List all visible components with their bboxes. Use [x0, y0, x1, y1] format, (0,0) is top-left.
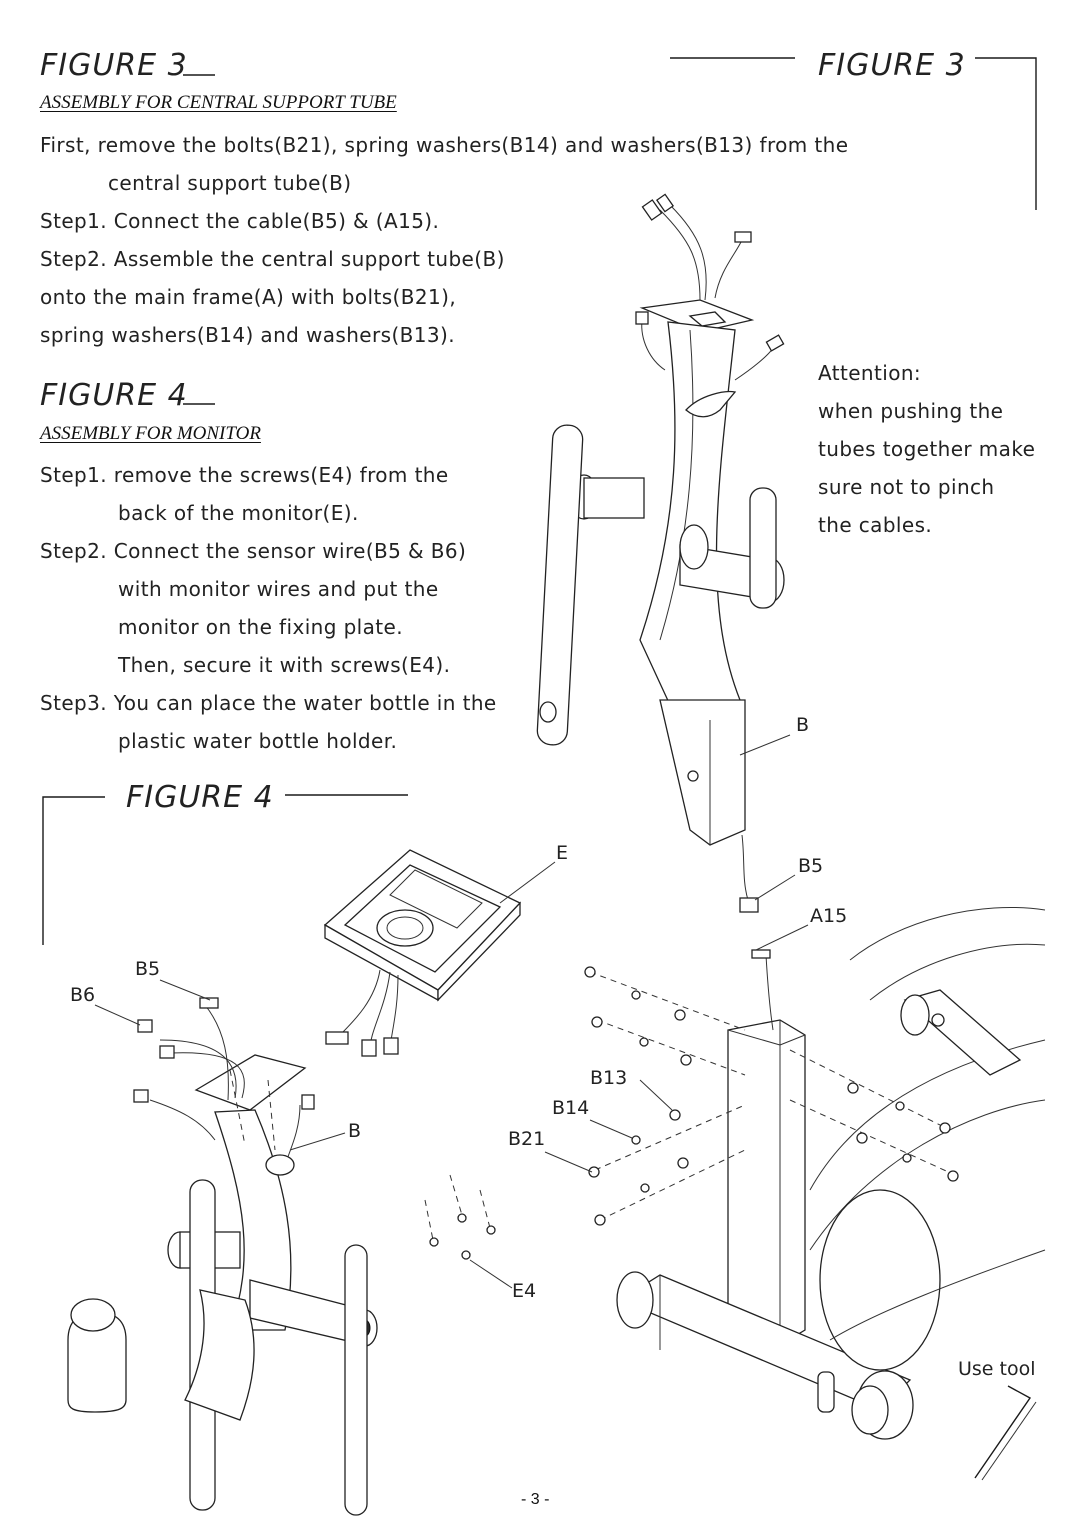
- figure4-step1: Step1. remove the screws(E4) from the: [40, 463, 449, 487]
- figure3-step2: Step2. Assemble the central support tube…: [40, 247, 505, 271]
- figure4-diagram-title: FIGURE 4: [126, 780, 274, 815]
- figure3-step2-cont1: onto the main frame(A) with bolts(B21),: [40, 285, 457, 309]
- figure4-step2: Step2. Connect the sensor wire(B5 & B6): [40, 539, 467, 563]
- label-b-fig4: B: [348, 1120, 362, 1142]
- figure4-step2-cont3: Then, secure it with screws(E4).: [118, 653, 451, 677]
- figure3-step2-cont2: spring washers(B14) and washers(B13).: [40, 323, 455, 347]
- figure4-section-heading: ASSEMBLY FOR MONITOR: [40, 423, 261, 444]
- label-b21: B21: [508, 1128, 546, 1150]
- label-e4: E4: [512, 1280, 537, 1302]
- label-a15: A15: [810, 905, 848, 927]
- monitor-e-drawing: [323, 849, 556, 1057]
- figure3-section-heading: ASSEMBLY FOR CENTRAL SUPPORT TUBE: [40, 92, 397, 113]
- figure3-step1: Step1. Connect the cable(B5) & (A15).: [40, 209, 440, 233]
- main-frame-assembly: [544, 907, 1046, 1481]
- central-support-tube-fig4: [67, 979, 513, 1516]
- page-number: - 3 -: [521, 1491, 550, 1508]
- label-e: E: [556, 842, 569, 864]
- attention-line-2: tubes together make: [818, 437, 1036, 461]
- label-b-fig3: B: [796, 714, 810, 736]
- figure4-step1-cont: back of the monitor(E).: [118, 501, 359, 525]
- central-support-tube-upper: [536, 193, 796, 913]
- figure4-title: FIGURE 4: [40, 378, 188, 413]
- figure4-step2-cont1: with monitor wires and put the: [118, 577, 439, 601]
- attention-heading: Attention:: [818, 361, 922, 385]
- figure3-title: FIGURE 3: [40, 48, 188, 83]
- figure3-line-1: First, remove the bolts(B21), spring was…: [40, 133, 849, 157]
- label-b13: B13: [590, 1067, 628, 1089]
- attention-line-4: the cables.: [818, 513, 933, 537]
- figure3-line-2: central support tube(B): [108, 171, 352, 195]
- figure4-step3-cont: plastic water bottle holder.: [118, 729, 398, 753]
- label-b14: B14: [552, 1097, 590, 1119]
- label-b5-fig4: B5: [135, 958, 161, 980]
- figure3-diagram-title: FIGURE 3: [818, 48, 966, 83]
- label-b6: B6: [70, 984, 96, 1006]
- label-b5-fig3: B5: [798, 855, 824, 877]
- figure4-step2-cont2: monitor on the fixing plate.: [118, 615, 403, 639]
- label-use-tool: Use tool: [958, 1358, 1036, 1380]
- figure4-step3: Step3. You can place the water bottle in…: [40, 691, 497, 715]
- attention-line-3: sure not to pinch: [818, 475, 995, 499]
- attention-line-1: when pushing the: [818, 399, 1004, 423]
